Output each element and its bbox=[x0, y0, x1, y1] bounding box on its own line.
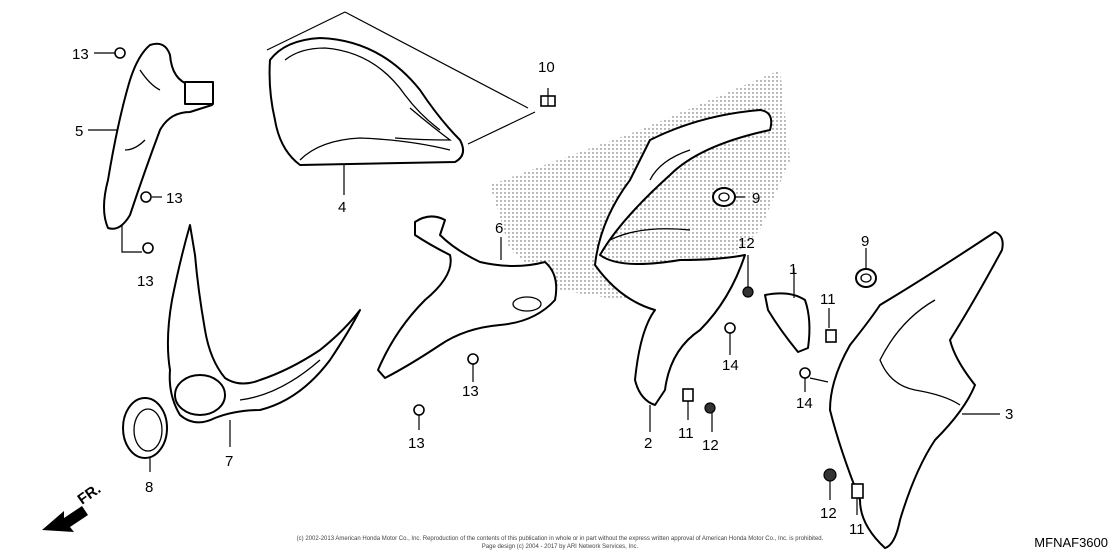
part-7-headlight-bracket[interactable] bbox=[166, 224, 361, 424]
bolt-14-a[interactable] bbox=[724, 322, 736, 334]
part-5-inner-bracket[interactable] bbox=[103, 42, 214, 230]
callout-13-e: 13 bbox=[408, 435, 425, 452]
part-3-outer-side-cover[interactable] bbox=[829, 231, 1004, 549]
bolt-14-b[interactable] bbox=[799, 367, 811, 379]
callout-13-c: 13 bbox=[137, 273, 154, 290]
bolt-13-c[interactable] bbox=[142, 242, 154, 254]
clip-11-a[interactable] bbox=[825, 329, 837, 343]
screw-12-b[interactable] bbox=[704, 402, 716, 414]
callout-3: 3 bbox=[1005, 406, 1013, 423]
part-2-side-cowl[interactable] bbox=[594, 109, 773, 406]
callout-12-c: 12 bbox=[820, 505, 837, 522]
bolt-13-d[interactable] bbox=[467, 353, 479, 365]
part-9-grommet-b[interactable] bbox=[855, 268, 877, 288]
callout-12-b: 12 bbox=[702, 437, 719, 454]
callout-11-c: 11 bbox=[849, 521, 865, 538]
part-8-headlight-ring[interactable] bbox=[122, 397, 168, 459]
callout-9-a: 9 bbox=[752, 190, 760, 207]
diagram-code: MFNAF3600 bbox=[1034, 535, 1108, 550]
direction-arrow-icon bbox=[42, 506, 88, 532]
callout-6: 6 bbox=[495, 220, 503, 237]
callout-5: 5 bbox=[75, 123, 83, 140]
callout-13-b: 13 bbox=[166, 190, 183, 207]
callout-10: 10 bbox=[538, 59, 555, 76]
bolt-13-a[interactable] bbox=[114, 47, 126, 59]
copyright-text: (c) 2002-2013 American Honda Motor Co., … bbox=[296, 536, 824, 542]
part-6-side-inner[interactable] bbox=[377, 215, 558, 379]
callout-12-a: 12 bbox=[738, 235, 755, 252]
bolt-13-e[interactable] bbox=[413, 404, 425, 416]
screw-12-c[interactable] bbox=[823, 468, 837, 482]
callout-13-d: 13 bbox=[462, 383, 479, 400]
callout-4: 4 bbox=[338, 199, 346, 216]
direction-label: FR. bbox=[75, 480, 105, 508]
callout-1: 1 bbox=[789, 261, 797, 278]
clip-11-c[interactable] bbox=[851, 483, 864, 499]
callouts: 1 2 3 4 5 6 7 8 9 9 10 11 11 11 12 12 12… bbox=[72, 46, 1013, 538]
front-direction-arrow: FR. bbox=[42, 480, 104, 532]
callout-8: 8 bbox=[145, 479, 153, 496]
callout-14-b: 14 bbox=[796, 395, 813, 412]
callout-11-a: 11 bbox=[820, 291, 836, 308]
callout-13-a: 13 bbox=[72, 46, 89, 63]
part-4-upper-cowl[interactable] bbox=[268, 37, 465, 166]
leader-lines bbox=[88, 11, 1000, 515]
bolt-13-b[interactable] bbox=[140, 191, 152, 203]
screw-12-a[interactable] bbox=[742, 286, 754, 298]
clip-11-b[interactable] bbox=[682, 388, 694, 402]
part-9-grommet-a[interactable] bbox=[712, 187, 736, 207]
callout-7: 7 bbox=[225, 453, 233, 470]
callout-11-b: 11 bbox=[678, 425, 694, 442]
page-design-text: Page design (c) 2004 - 2017 by ARI Netwo… bbox=[481, 544, 639, 550]
part-10-fastener[interactable] bbox=[540, 88, 556, 107]
callout-14-a: 14 bbox=[722, 357, 739, 374]
part-1-cover-plate[interactable] bbox=[764, 292, 811, 353]
callout-2: 2 bbox=[644, 435, 652, 452]
callout-9-b: 9 bbox=[861, 233, 869, 250]
